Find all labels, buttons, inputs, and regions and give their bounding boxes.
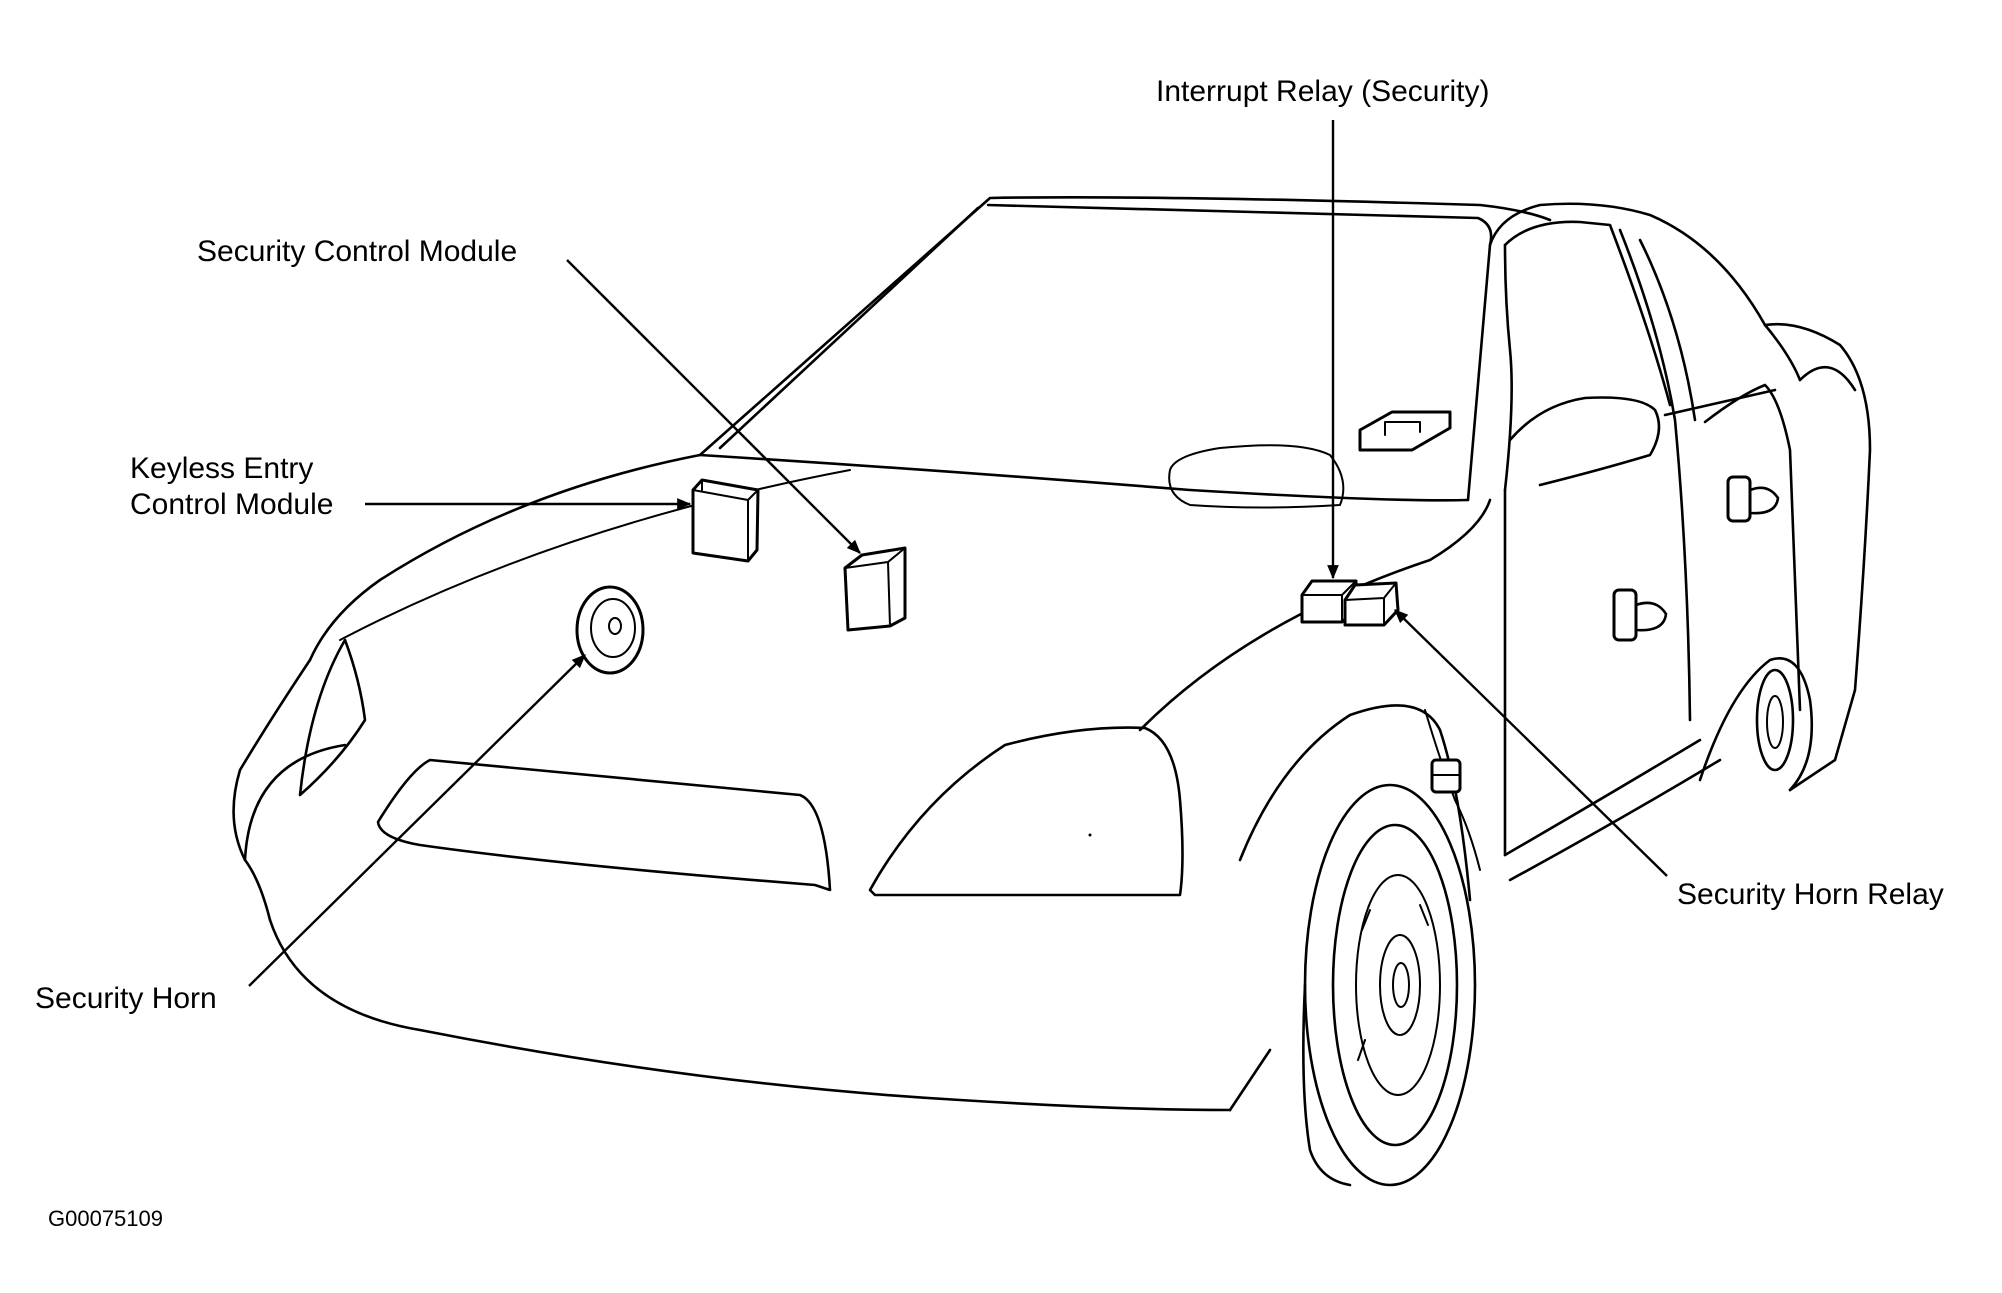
security-horn-relay-leader (1394, 609, 1668, 877)
security-control-module-leader (566, 259, 861, 554)
security-horn-relay-label: Security Horn Relay (1677, 878, 1944, 911)
interrupt-relay-block (1300, 579, 1358, 624)
security-horn-leader (248, 654, 586, 987)
vehicle-outline (232, 196, 1872, 1187)
keyless-entry-control-module-box (691, 478, 760, 563)
keyless-entry-label-line2: Control Module (130, 488, 333, 521)
security-control-module-label: Security Control Module (197, 235, 517, 268)
security-horn-label: Security Horn (35, 982, 217, 1015)
keyless-entry-label-line1: Keyless Entry (130, 452, 313, 485)
security-horn-relay-block (1343, 581, 1400, 627)
security-control-module-box (843, 546, 907, 632)
figure-id: G00075109 (48, 1206, 163, 1231)
security-horn-disc (575, 585, 645, 675)
interrupt-relay-label: Interrupt Relay (Security) (1156, 75, 1489, 108)
